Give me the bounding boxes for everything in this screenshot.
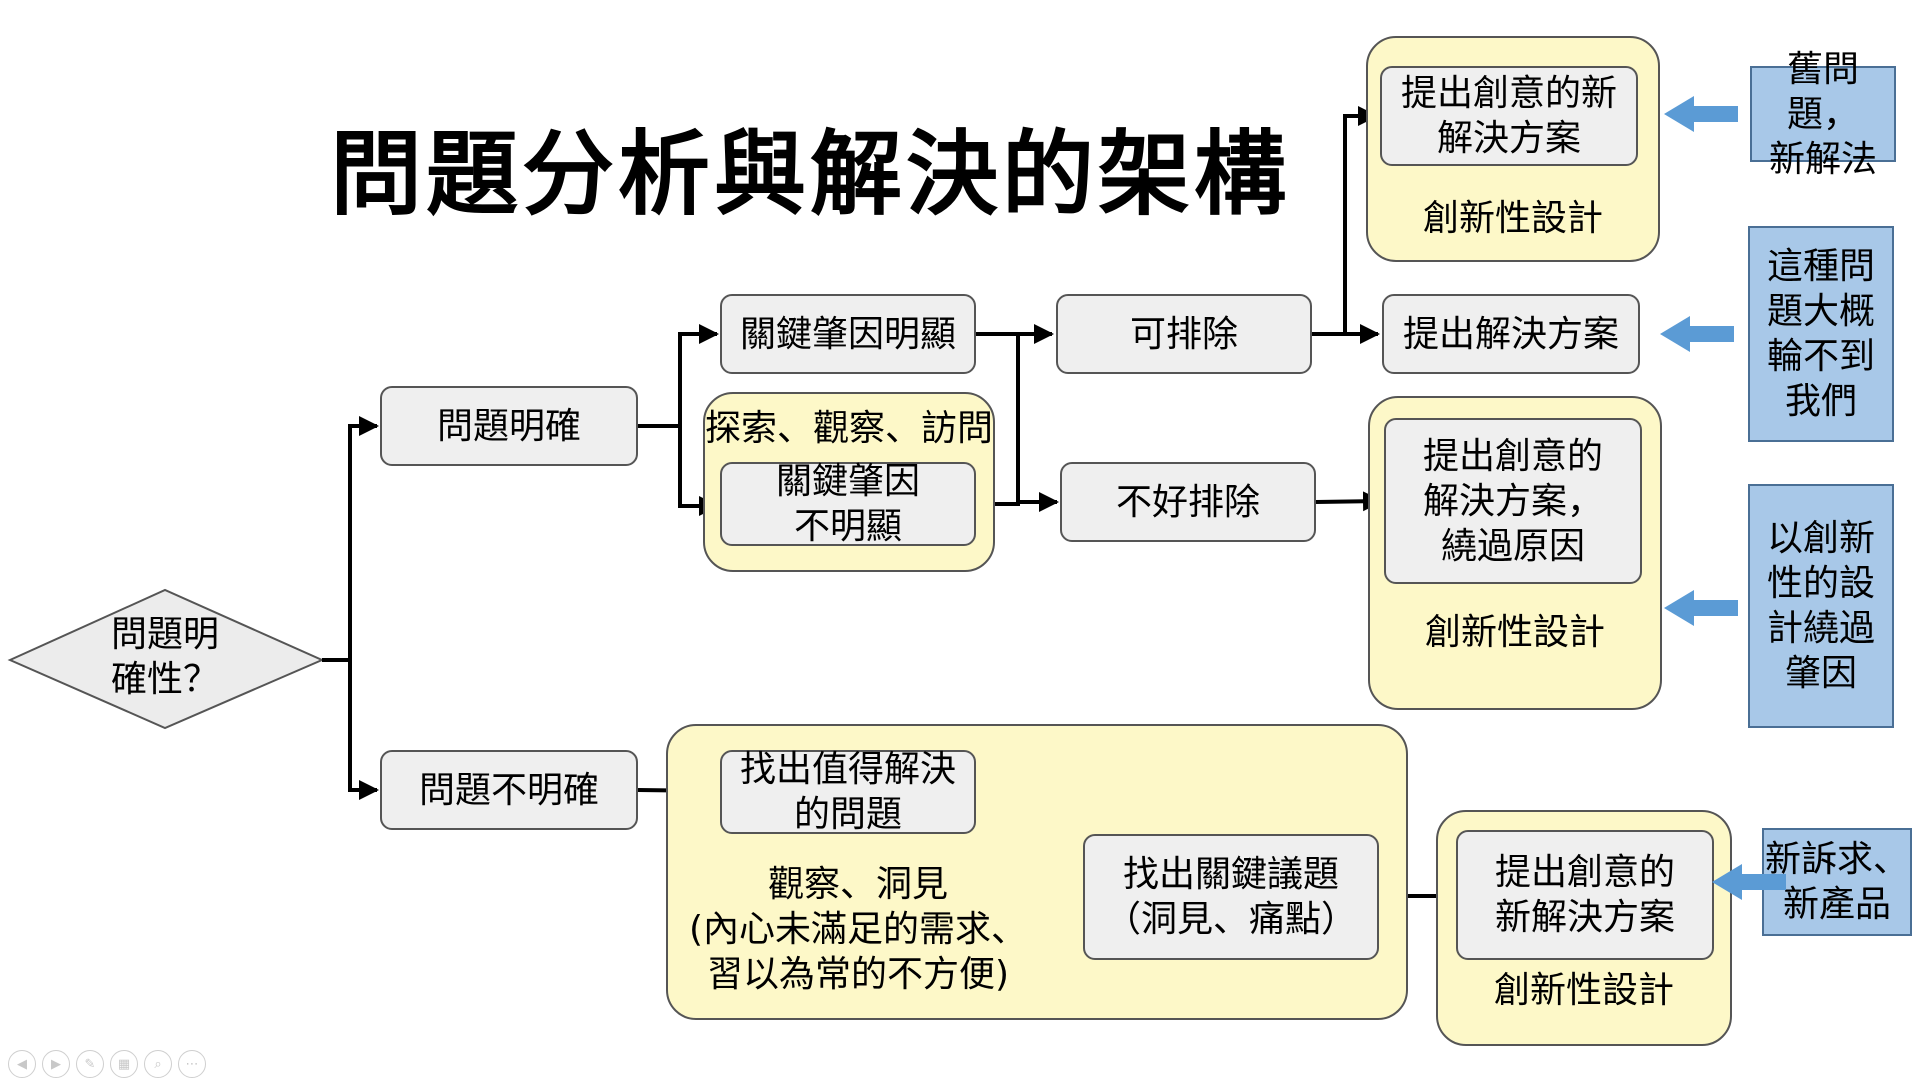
design-middle-label: 創新性設計 <box>1424 612 1605 653</box>
new-solution-top-box: 提出創意的新 解決方案 <box>1380 66 1638 166</box>
more-icon[interactable]: ⋯ <box>178 1050 206 1078</box>
connector-diamond-unclear <box>348 660 379 800</box>
observe-insight-label: 觀察、洞見 (內心未滿足的需求、 習以為常的不方便) <box>688 864 1028 995</box>
connector-removable-newsolution <box>1312 106 1378 336</box>
design-top-label: 創新性設計 <box>1422 198 1603 239</box>
problem-clear-box: 問題明確 <box>380 386 638 466</box>
connector-clear-obvious <box>638 324 719 428</box>
decision-label: 問題明 確性？ <box>110 614 219 700</box>
bypass-solution-box: 提出創意的 解決方案， 繞過原因 <box>1384 418 1642 584</box>
side-note-bypass-design: 以創新 性的設 計繞過 肇因 <box>1748 484 1894 728</box>
prev-icon[interactable]: ◀ <box>8 1050 36 1078</box>
page-title: 問題分析與解決的架構 <box>330 121 1291 228</box>
cause-obvious-box: 關鍵肇因明顯 <box>720 294 976 374</box>
left-arrow-icon <box>1712 864 1786 900</box>
side-note-old-problem: 舊問題， 新解法 <box>1750 49 1896 180</box>
connector-obvious-hard <box>1016 334 1059 512</box>
left-arrow-icon <box>1664 590 1738 626</box>
next-icon[interactable]: ▶ <box>42 1050 70 1078</box>
propose-solution-box: 提出解決方案 <box>1382 294 1640 374</box>
explore-label: 探索、觀察、訪問 <box>704 408 993 449</box>
removable-box: 可排除 <box>1056 294 1312 374</box>
hard-to-remove-box: 不好排除 <box>1060 462 1316 542</box>
zoom-icon[interactable]: ⌕ <box>144 1050 172 1078</box>
pen-icon[interactable]: ✎ <box>76 1050 104 1078</box>
cause-not-obvious-box: 關鍵肇因 不明顯 <box>720 461 976 547</box>
problem-unclear-box: 問題不明確 <box>380 750 638 830</box>
key-issue-box: 找出關鍵議題 （洞見、痛點） <box>1083 834 1379 960</box>
slides-icon[interactable]: ▦ <box>110 1050 138 1078</box>
left-arrow-icon <box>1660 316 1734 352</box>
side-note-not-our-turn: 這種問 題大概 輪不到 我們 <box>1748 226 1894 442</box>
find-problem-box: 找出值得解決 的問題 <box>720 749 976 835</box>
connector-diamond-clear <box>322 416 379 662</box>
left-arrow-icon <box>1664 96 1738 132</box>
new-solution-bottom-box: 提出創意的 新解決方案 <box>1456 830 1714 960</box>
slide-toolbar: ◀ ▶ ✎ ▦ ⌕ ⋯ <box>8 1050 206 1078</box>
design-bottom-label: 創新性設計 <box>1493 970 1674 1011</box>
